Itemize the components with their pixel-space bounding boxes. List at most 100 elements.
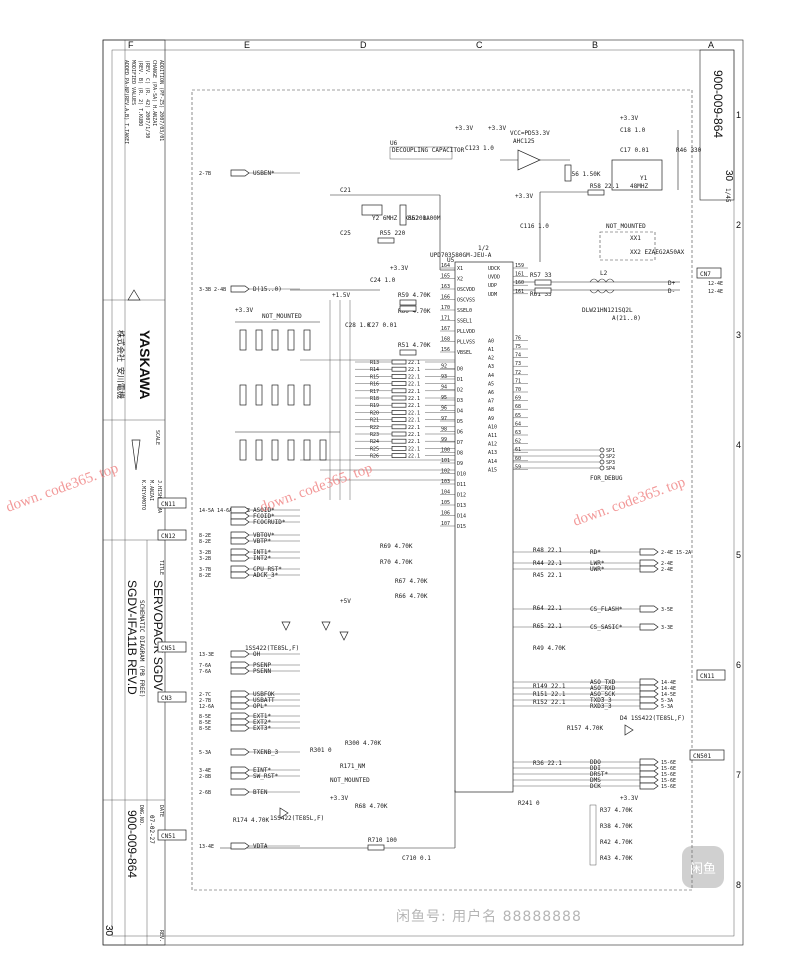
resistor	[287, 439, 295, 461]
port-signal-name: USBFOK	[253, 691, 275, 698]
port-ref: 2-7B	[199, 698, 211, 704]
dwg-number-frame	[699, 49, 735, 201]
c21-label: C21	[340, 187, 351, 194]
sheet-number-bottom: 30	[103, 925, 114, 937]
ic-pin-name: D9	[457, 461, 463, 467]
border-number: 3	[736, 330, 741, 340]
r51-label: R51 4.70K	[398, 342, 431, 349]
r44-label: R44 22.1	[533, 560, 562, 567]
r56-label: R56 1.50K	[568, 171, 601, 178]
vcc-label: +3.3V	[488, 125, 506, 132]
port-ref: 8-2E	[199, 539, 211, 545]
port-ref: 14-4E	[661, 686, 676, 692]
output-port-icon	[639, 548, 659, 556]
ic-pin-number: 70	[515, 387, 521, 393]
ic-pin-name: X1	[457, 266, 463, 272]
test-point-label: SP4	[606, 466, 615, 472]
resistor-ref: R16	[370, 382, 379, 388]
port-signal-name: USBEN*	[253, 170, 275, 177]
border-letter: D	[360, 40, 367, 50]
port-ref: 13-3E	[199, 652, 214, 658]
port-ref: 15-6E	[661, 784, 676, 790]
input-port-icon	[230, 724, 250, 732]
ic-pin-name: A11	[488, 433, 497, 439]
r37-label: R37 4.70K	[600, 807, 633, 814]
ic-pin-name: D8	[457, 451, 463, 457]
input-port-icon	[230, 842, 250, 850]
date-value: 07-02-27	[148, 815, 155, 844]
ic-pin-number: 93	[441, 374, 447, 380]
ic-pin-name: A1	[488, 347, 494, 353]
ic-pin-name: D11	[457, 482, 466, 488]
ic-pin-name: D13	[457, 503, 466, 509]
resistor-r60	[399, 305, 417, 312]
r36-label: R36 22.1	[533, 760, 562, 767]
not-mounted-label: NOT_MOUNTED	[262, 313, 302, 320]
diode-icon	[339, 631, 349, 641]
r151-label: R151 22.1	[533, 691, 566, 698]
marketplace-logo-icon: 闲鱼	[682, 846, 724, 888]
r152-label: R152 22.1	[533, 699, 566, 706]
resistor-value: 22.1	[408, 396, 420, 402]
crystal-y2	[361, 204, 383, 216]
vcc-label: +3.3V	[620, 795, 638, 802]
ic-pin-name: D1	[457, 377, 463, 383]
port-ref: 14-5A 14-6A 14-6E	[199, 508, 250, 514]
resistor-value: 22.1	[408, 374, 420, 380]
port-signal-name: RD*	[590, 549, 601, 556]
ic-pin-name: D4	[457, 409, 463, 415]
port-ref: 3-3E	[661, 625, 673, 631]
ic-pin-name: D2	[457, 388, 463, 394]
resistor-ref: R23	[370, 432, 379, 438]
ic-pin-name: A5	[488, 381, 494, 387]
company-name-jp: 株式会社 安川電機	[116, 330, 126, 399]
ic-pin-number: 72	[515, 370, 521, 376]
input-port-icon	[230, 748, 250, 756]
ic-pin-number: 98	[441, 427, 447, 433]
ic-pin-number: 160	[515, 280, 524, 286]
c116-label: C116 1.0	[520, 223, 549, 230]
ic-pin-name: SSEL0	[457, 308, 472, 314]
port-ref: 8-2E	[199, 533, 211, 539]
pullup-resistor-stack	[589, 804, 597, 866]
resistor-value: 22.1	[408, 418, 420, 424]
ic-pin-number: 164	[441, 263, 450, 269]
ic-pin-number: 166	[441, 295, 450, 301]
ic-pin-number: 60	[515, 456, 521, 462]
connector-headers: CN7 CN11 CN12 CN51 CN3 CN11 CN501 CN51	[157, 267, 726, 841]
resistor-r58	[587, 189, 605, 196]
resistor-ref: R26	[370, 454, 379, 460]
ic-u5-part: UPD703580GM-JEU-A	[430, 252, 492, 259]
resistor	[287, 384, 295, 406]
r241-label: R241 0	[518, 800, 540, 807]
port-ref: 8-5E	[199, 726, 211, 732]
d4-label: D4 1SS422(TE85L,F)	[620, 715, 685, 722]
input-port-icon	[230, 548, 250, 556]
cn7-label: CN7	[700, 271, 711, 278]
ic-pin-number: 68	[515, 404, 521, 410]
port-signal-name: PSENP	[253, 662, 271, 669]
port-signal-name: EXT1*	[253, 713, 271, 720]
ic-pin-number: 156	[441, 347, 450, 353]
r301-label: R301 0	[310, 747, 332, 754]
input-port-icon	[230, 718, 250, 726]
diode-icon	[281, 621, 291, 631]
ic-pin-name: UDP	[488, 283, 497, 289]
input-port-icon	[230, 531, 250, 539]
port-ref: 7-6A	[199, 669, 211, 675]
border-number: 6	[736, 660, 741, 670]
input-port-icon	[230, 667, 250, 675]
ic-pin-number: 96	[441, 406, 447, 412]
border-letter: A	[708, 40, 714, 50]
ic-pin-name: A8	[488, 407, 494, 413]
vcc-label: +3.3V	[515, 193, 533, 200]
port-ref: 2-7B	[199, 171, 211, 177]
port-ref: 12-4E	[708, 289, 723, 295]
resistor	[391, 431, 407, 437]
resistor	[391, 359, 407, 365]
right-signal-ports: RD*2-4E 15-2ALWR*2-4EUWR*2-4ECS_FLASH*3-…	[513, 280, 723, 790]
right-series-resistors: R48 22.1 R44 22.1 R45 22.1 R64 22.1 R65 …	[518, 547, 685, 866]
